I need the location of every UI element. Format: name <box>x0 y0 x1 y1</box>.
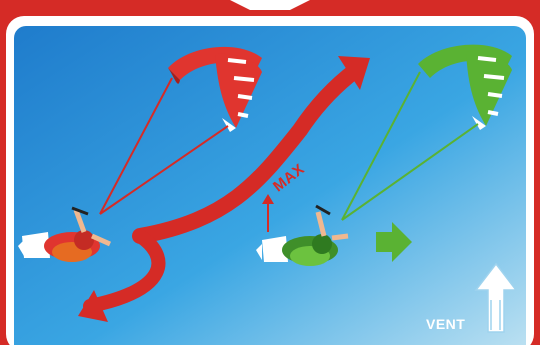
wind-label: VENT <box>426 316 465 332</box>
